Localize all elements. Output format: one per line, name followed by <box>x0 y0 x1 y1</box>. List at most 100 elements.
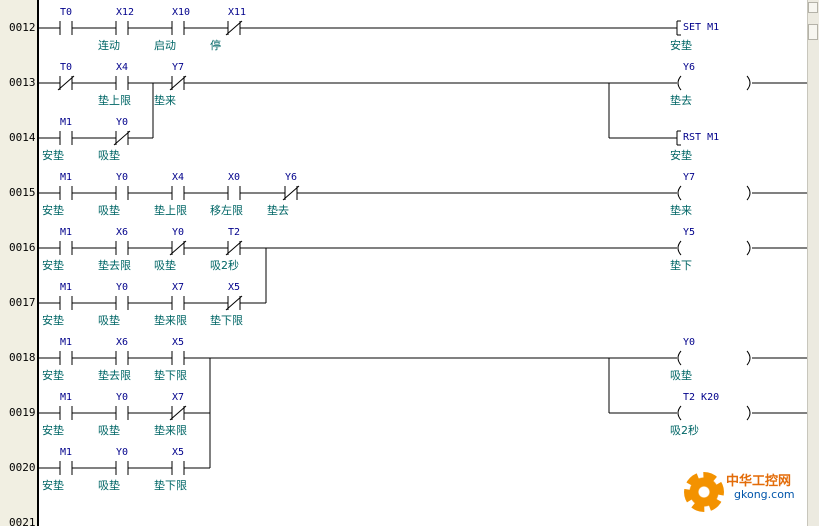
contact-nc-slash <box>169 240 187 256</box>
contact-tag: X4 <box>172 172 185 183</box>
contact-comment: 安垫 <box>42 369 64 382</box>
contact-tag: M1 <box>60 227 73 238</box>
instruction-comment: 安垫 <box>670 149 692 162</box>
contact-comment: 垫下限 <box>154 369 187 382</box>
contact-tag: M1 <box>60 337 73 348</box>
contact-comment: 垫下限 <box>210 314 243 327</box>
contact-tag: X6 <box>116 227 129 238</box>
contact-tag: T2 <box>228 227 241 238</box>
contact-tag: M1 <box>60 447 73 458</box>
coil-tag: Y5 <box>683 227 696 238</box>
step-number: 0020 <box>9 461 36 474</box>
contact-nc-slash <box>169 75 187 91</box>
contact-comment: 启动 <box>154 39 176 52</box>
step-number: 0012 <box>9 21 36 34</box>
coil-tag: T2 K20 <box>683 392 720 403</box>
coil-tag: Y6 <box>683 62 696 73</box>
contact-comment: 垫上限 <box>98 94 131 107</box>
contact-comment: 安垫 <box>42 479 64 492</box>
contact-nc-slash <box>113 130 131 146</box>
contact-comment: 移左限 <box>210 204 243 217</box>
contact-tag: Y0 <box>116 282 129 293</box>
contact-comment: 垫来限 <box>154 424 187 437</box>
left-power-rail <box>37 0 39 526</box>
contact-tag: M1 <box>60 282 73 293</box>
coil-right-paren <box>746 350 751 366</box>
contact-comment: 吸垫 <box>98 149 120 162</box>
step-number: 0018 <box>9 351 36 364</box>
contact-comment: 连动 <box>98 39 120 52</box>
contact-tag: X5 <box>172 447 185 458</box>
instruction-text: RST M1 <box>683 132 720 143</box>
coil-left-paren <box>677 75 682 91</box>
contact-comment: 垫下限 <box>154 479 187 492</box>
contact-comment: 垫上限 <box>154 204 187 217</box>
contact-nc-slash <box>282 185 300 201</box>
coil-left-paren <box>677 240 682 256</box>
step-number: 0014 <box>9 131 36 144</box>
contact-tag: M1 <box>60 392 73 403</box>
step-number: 0013 <box>9 76 36 89</box>
coil-right-paren <box>746 185 751 201</box>
contact-tag: Y0 <box>116 117 129 128</box>
contact-nc-slash <box>225 295 243 311</box>
instruction-text: SET M1 <box>683 22 720 33</box>
coil-comment: 垫下 <box>670 259 692 272</box>
contact-comment: 吸垫 <box>98 314 120 327</box>
contact-tag: M1 <box>60 172 73 183</box>
contact-nc-slash <box>57 75 75 91</box>
coil-comment: 垫去 <box>670 94 692 107</box>
coil-left-paren <box>677 185 682 201</box>
contact-tag: X0 <box>228 172 241 183</box>
coil-comment: 垫来 <box>670 204 692 217</box>
contact-comment: 吸垫 <box>98 424 120 437</box>
coil-right-paren <box>746 405 751 421</box>
contact-tag: X5 <box>172 337 185 348</box>
coil-comment: 吸2秒 <box>670 424 699 437</box>
coil-comment: 吸垫 <box>670 369 692 382</box>
coil-left-paren <box>677 350 682 366</box>
contact-tag: X4 <box>116 62 129 73</box>
scroll-thumb[interactable] <box>808 24 818 40</box>
contact-tag: T0 <box>60 62 73 73</box>
contact-comment: 垫去限 <box>98 369 131 382</box>
coil-tag: Y7 <box>683 172 696 183</box>
contact-comment: 安垫 <box>42 424 64 437</box>
contact-tag: X6 <box>116 337 129 348</box>
contact-comment: 垫去限 <box>98 259 131 272</box>
contact-comment: 吸垫 <box>154 259 176 272</box>
contact-comment: 安垫 <box>42 259 64 272</box>
contact-comment: 安垫 <box>42 204 64 217</box>
coil-left-paren <box>677 405 682 421</box>
contact-comment: 安垫 <box>42 149 64 162</box>
contact-comment: 垫来限 <box>154 314 187 327</box>
contact-comment: 吸垫 <box>98 479 120 492</box>
contact-tag: M1 <box>60 117 73 128</box>
contact-tag: Y6 <box>285 172 298 183</box>
step-number: 0017 <box>9 296 36 309</box>
contact-tag: X11 <box>228 7 247 18</box>
scroll-up-button[interactable] <box>808 2 818 13</box>
contact-tag: Y0 <box>116 447 129 458</box>
watermark-url: gkong.com <box>734 488 795 501</box>
instruction-comment: 安垫 <box>670 39 692 52</box>
coil-tag: Y0 <box>683 337 696 348</box>
contact-tag: Y0 <box>116 392 129 403</box>
coil-right-paren <box>746 240 751 256</box>
contact-tag: X7 <box>172 392 185 403</box>
vertical-scrollbar[interactable] <box>807 0 819 526</box>
contact-nc-slash <box>225 20 243 36</box>
contact-comment: 吸2秒 <box>210 259 239 272</box>
contact-comment: 垫去 <box>267 204 289 217</box>
coil-right-paren <box>746 75 751 91</box>
contact-nc-slash <box>169 405 187 421</box>
contact-tag: X12 <box>116 7 135 18</box>
contact-tag: X10 <box>172 7 191 18</box>
step-number-gutter <box>0 0 37 526</box>
contact-tag: T0 <box>60 7 73 18</box>
contact-nc-slash <box>225 240 243 256</box>
contact-tag: Y0 <box>116 172 129 183</box>
step-number: 0016 <box>9 241 36 254</box>
